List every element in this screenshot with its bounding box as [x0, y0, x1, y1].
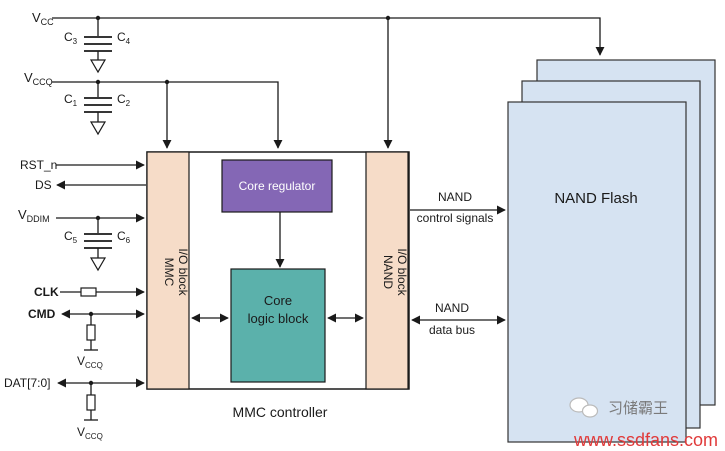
vccq-label: VCCQ	[24, 70, 53, 87]
c6-label: C6	[117, 229, 131, 245]
cmd-label: CMD	[28, 307, 56, 321]
cmd-pullup-resistor	[86, 324, 96, 341]
mmc-io-block	[146, 151, 190, 390]
watermark-brand: 习储霸王	[608, 400, 668, 417]
nand-data-label-line1: NAND	[435, 301, 469, 315]
nand-io-label-line1: NAND	[381, 255, 395, 289]
nand-flash-label: NAND Flash	[554, 190, 637, 207]
vcc-to-nand-flash-wire	[52, 17, 605, 56]
vccq-pullup-label-1: VCCQ	[77, 354, 103, 370]
nand-control-label-line2: control signals	[417, 211, 494, 225]
vcc-junction-dot	[385, 15, 391, 21]
vddim-rail: VDDIM	[18, 207, 145, 224]
nand-data-label-line2: data bus	[429, 323, 475, 337]
ground-icon	[89, 59, 107, 74]
c1-c2-capacitor: C1 C2	[64, 79, 131, 136]
c2-label: C2	[117, 92, 131, 108]
core-logic-label-line2: logic block	[248, 311, 309, 326]
vcc-label: VCC	[32, 10, 54, 27]
ds-label: DS	[35, 178, 52, 192]
c4-label: C4	[117, 30, 131, 46]
ground-icon	[89, 121, 107, 136]
c5-c6-capacitor: C5 C6	[64, 215, 131, 272]
nand-io-block	[365, 151, 409, 390]
c5-label: C5	[64, 229, 78, 245]
rst-n-label: RST_n	[20, 158, 57, 172]
vcc-rail: VCC	[32, 10, 605, 149]
clk-resistor	[80, 287, 97, 297]
vccq-rail: VCCQ	[24, 70, 283, 149]
mmc-io-label-line1: MMC	[162, 258, 176, 287]
vccq-junction-dot	[164, 79, 170, 85]
dat-pullup-resistor	[86, 394, 96, 411]
vddim-label: VDDIM	[18, 207, 50, 224]
wechat-icon	[569, 397, 599, 418]
vccq-pullup-label-2: VCCQ	[77, 425, 103, 441]
dat-label: DAT[7:0]	[4, 376, 50, 390]
nand-flash-front-layer	[507, 101, 687, 443]
core-logic-label-line1: Core	[264, 293, 292, 308]
ground-icon	[89, 257, 107, 272]
vccq-to-regulator-wire	[52, 81, 283, 149]
c3-c4-capacitor: C3 C4	[64, 15, 131, 74]
nand-control-label-line1: NAND	[438, 190, 472, 204]
watermark: 习储霸王 www.ssdfans.com	[569, 397, 718, 450]
mmc-io-label-line2: I/O block	[176, 248, 190, 296]
c1-label: C1	[64, 92, 78, 108]
core-regulator-block	[221, 159, 333, 213]
watermark-url: www.ssdfans.com	[573, 430, 718, 450]
core-regulator-label: Core regulator	[239, 179, 316, 193]
nand-flash-stack: NAND Flash	[507, 59, 716, 443]
nand-io-label-line2: I/O block	[395, 248, 409, 296]
clk-label: CLK	[34, 285, 59, 299]
c3-label: C3	[64, 30, 78, 46]
mmc-controller-label: MMC controller	[233, 404, 328, 420]
core-logic-block	[230, 268, 326, 383]
